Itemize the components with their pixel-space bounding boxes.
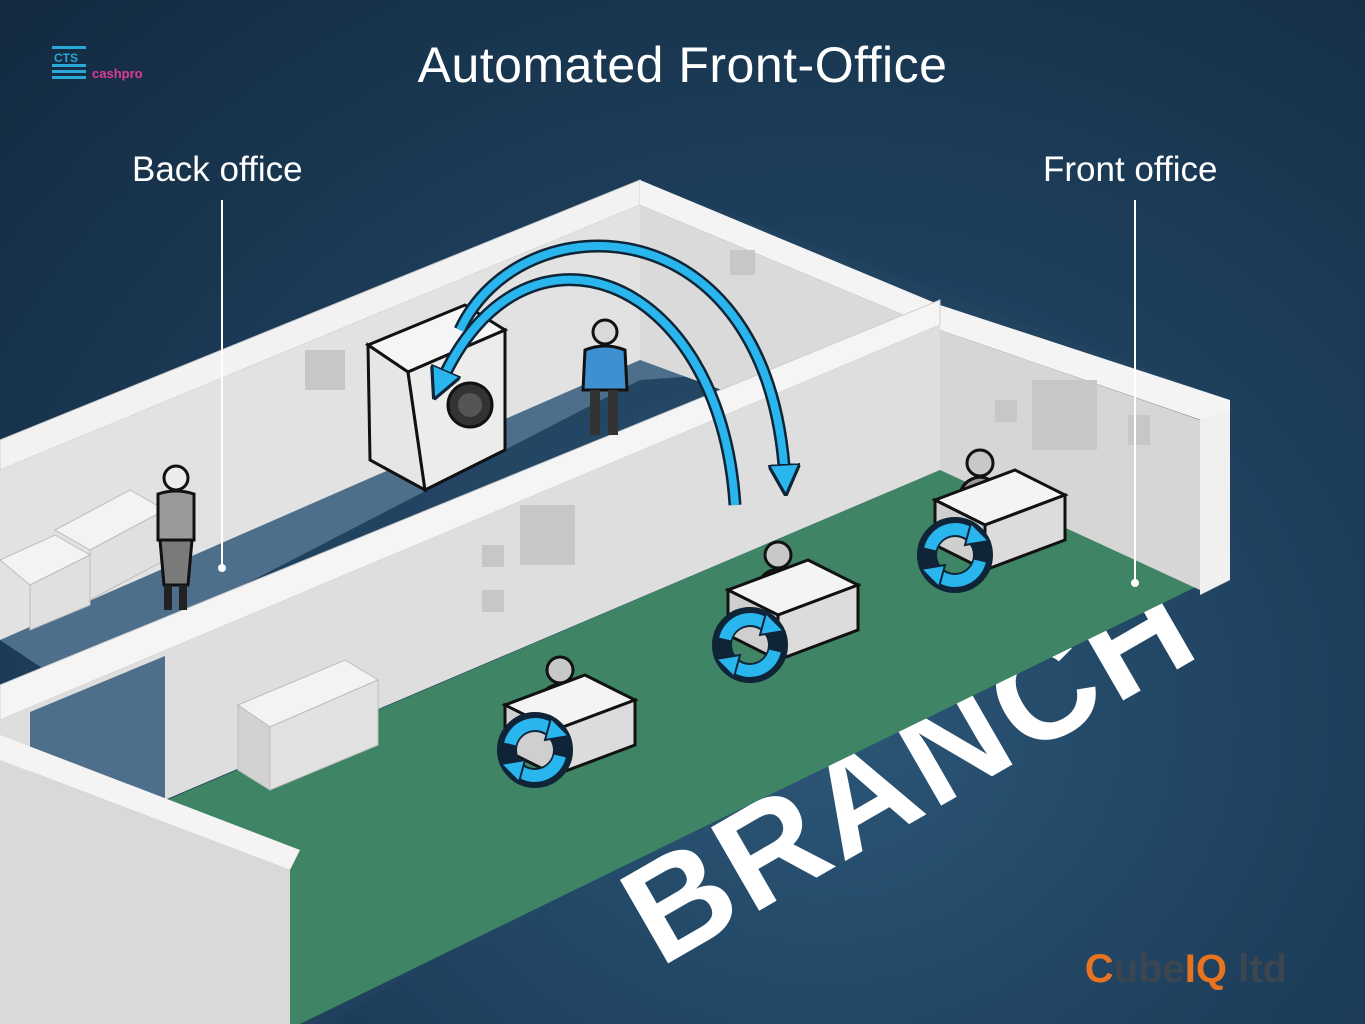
brand-part: C: [1085, 947, 1114, 991]
brand-part: IQ: [1185, 947, 1227, 991]
brand-part: ube: [1114, 947, 1185, 991]
brand-part: ltd: [1227, 947, 1287, 991]
cubeiq-brand: CubeIQ ltd: [1085, 947, 1287, 992]
